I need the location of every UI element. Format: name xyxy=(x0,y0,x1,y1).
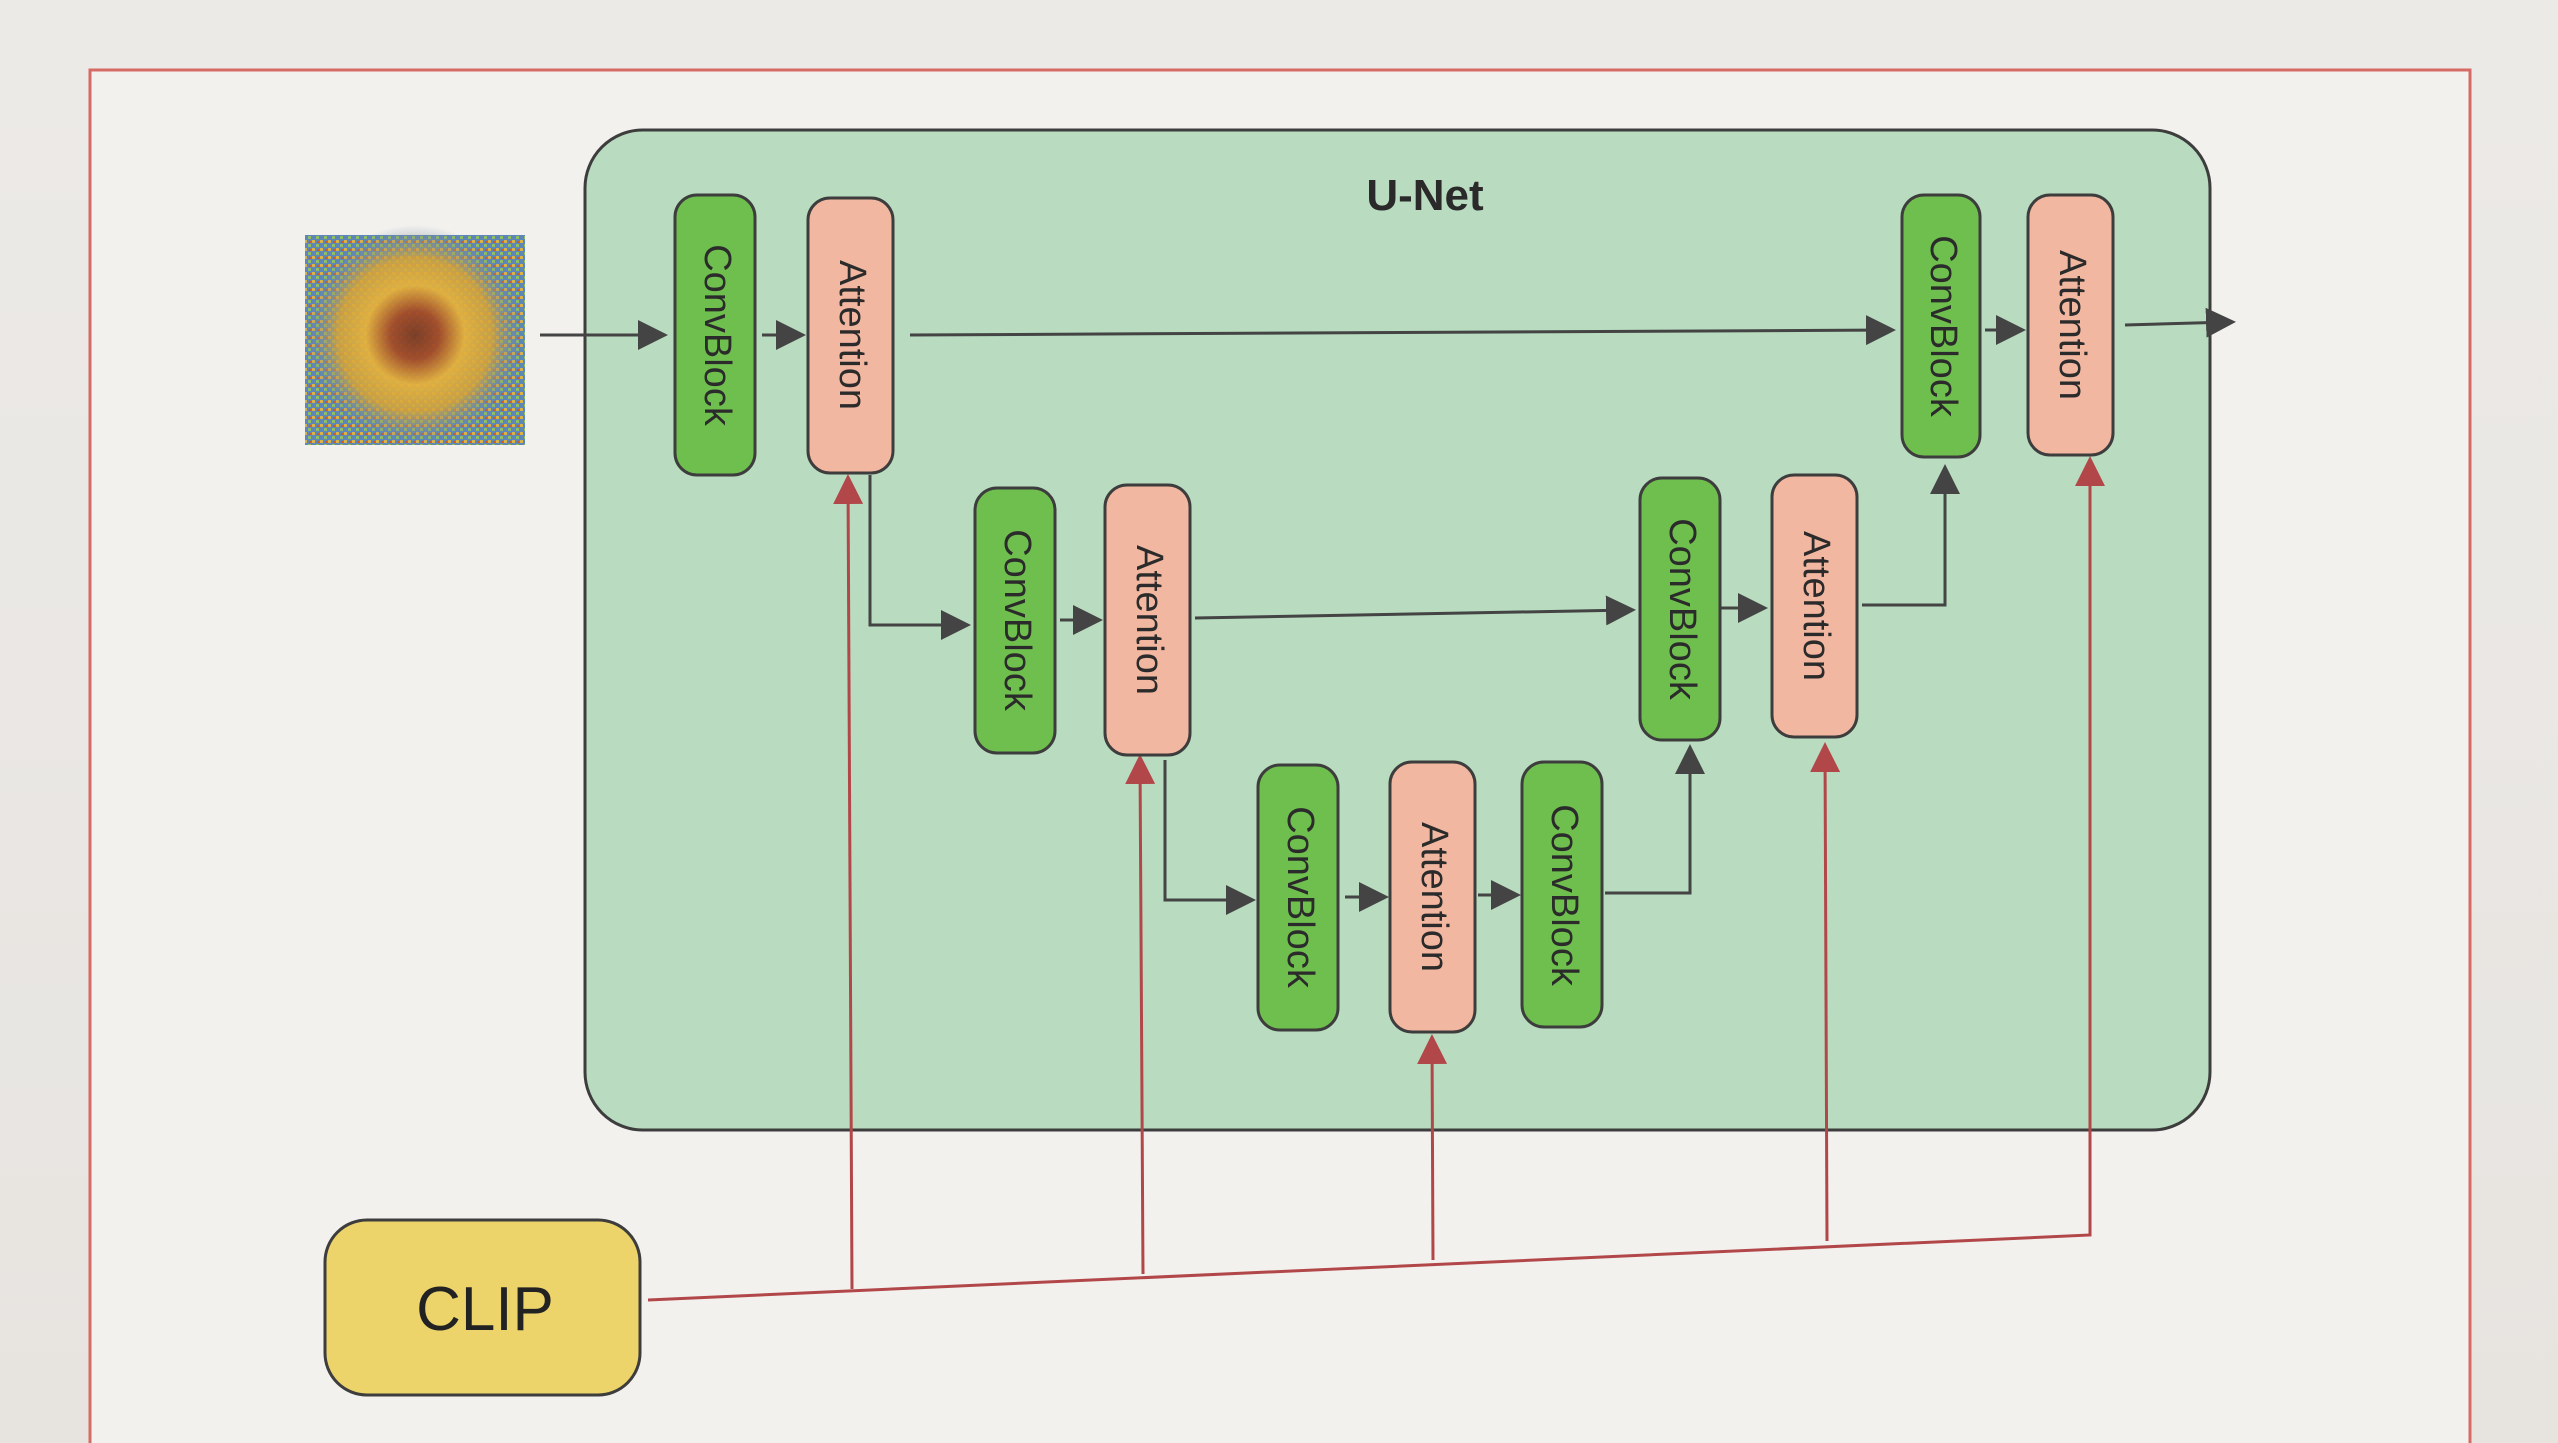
clip-to-attn3-arrow xyxy=(1417,1034,1448,1261)
convblock-6-label: ConvBlock xyxy=(1922,235,1964,418)
unet-container xyxy=(583,128,2212,1132)
convblock-3 xyxy=(1256,763,1340,1032)
attention-3 xyxy=(1388,760,1477,1034)
input-image xyxy=(305,225,525,445)
convblock-5-label: ConvBlock xyxy=(1661,518,1703,701)
attention-5-label: Attention xyxy=(1795,531,1837,681)
attn1-to-conv2-arrow xyxy=(868,475,971,640)
conditioning-arrows xyxy=(647,456,2105,1302)
convblock-2 xyxy=(973,486,1057,755)
convblock-5 xyxy=(1638,476,1722,742)
attn5-up-arrow xyxy=(1862,464,1960,607)
clip-to-attn1-arrow xyxy=(833,474,864,1290)
attention-5 xyxy=(1770,473,1859,739)
attention-1 xyxy=(806,196,895,475)
convblock-4-label: ConvBlock xyxy=(1543,804,1585,987)
clip-box xyxy=(323,1218,642,1397)
conv4-up-arrow xyxy=(1605,744,1705,895)
output-arrow xyxy=(2124,307,2236,338)
attention-1-label: Attention xyxy=(831,260,873,410)
skip-mid-arrow xyxy=(1194,595,1636,626)
clip-to-attn2-arrow xyxy=(1125,754,1156,1275)
attention-2-label: Attention xyxy=(1128,545,1170,695)
convblock-2-label: ConvBlock xyxy=(996,529,1038,712)
clip-to-attn6-arrow xyxy=(647,456,2105,1302)
clip-to-attn5-arrow xyxy=(1810,742,1841,1242)
unet-title: U-Net xyxy=(1366,171,1484,220)
convblock-3-label: ConvBlock xyxy=(1279,806,1321,989)
convblock-1 xyxy=(673,193,757,477)
clip-label: CLIP xyxy=(416,1275,554,1344)
convblock-6 xyxy=(1900,193,1982,459)
convblock-4 xyxy=(1520,760,1604,1029)
attention-6 xyxy=(2026,193,2115,457)
attention-2 xyxy=(1103,483,1192,757)
attention-3-label: Attention xyxy=(1413,822,1455,972)
attn2-to-conv3-arrow xyxy=(1163,760,1256,915)
data-flow-arrows xyxy=(540,307,2236,915)
convblock-1-label: ConvBlock xyxy=(696,244,738,427)
attention-6-label: Attention xyxy=(2051,250,2093,400)
skip-top-arrow xyxy=(909,315,1896,346)
